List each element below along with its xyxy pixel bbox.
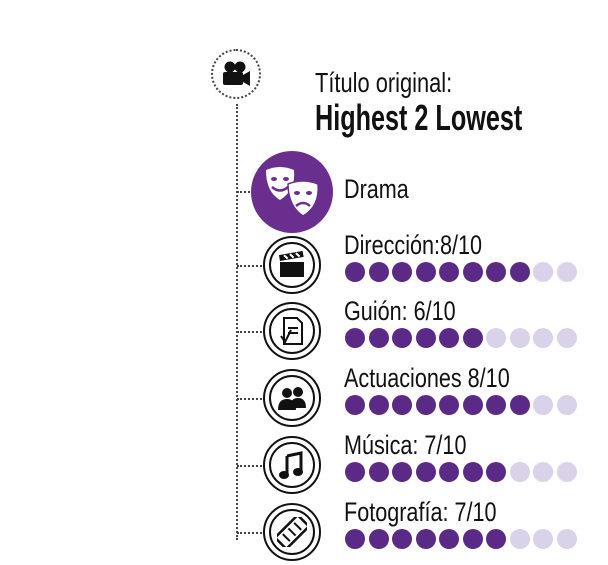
rating-dots-musica (345, 462, 577, 482)
category-icon-badge-actuaciones (263, 369, 321, 427)
rating-dot-filled (415, 262, 436, 282)
timeline-connector (236, 104, 238, 540)
rating-dots-actuaciones (345, 395, 577, 415)
rating-dot-empty (533, 462, 553, 482)
rating-dot-filled (509, 395, 530, 415)
rating-dot-filled (415, 328, 436, 348)
rating-dot-filled (368, 462, 389, 482)
connector-guion (237, 331, 265, 333)
rating-dot-filled (392, 262, 412, 282)
rating-dot-filled (462, 529, 483, 549)
category-icon-badge-musica (263, 436, 321, 494)
genre-badge (251, 151, 333, 233)
rating-dot-empty (509, 328, 530, 348)
category-label-fotografia: Fotografía: 7/10 (344, 497, 497, 527)
rating-dot-filled (345, 395, 365, 415)
rating-dot-filled (392, 395, 412, 415)
connector-fotografia (237, 532, 265, 534)
category-label-guion: Guión: 6/10 (344, 296, 456, 326)
category-icon-badge-guion (263, 302, 321, 360)
rating-dot-filled (415, 529, 436, 549)
rating-dot-empty (533, 395, 553, 415)
connector-actuaciones (237, 398, 265, 400)
music-note-icon (269, 442, 315, 488)
rating-dot-empty (556, 529, 577, 549)
category-label-musica: Música: 7/10 (344, 430, 467, 460)
category-label-actuaciones: Actuaciones 8/10 (344, 363, 510, 393)
rating-dot-filled (392, 462, 412, 482)
rating-dot-filled (486, 262, 506, 282)
category-label-direccion: Dirección:8/10 (344, 230, 483, 260)
connector-direccion (237, 265, 265, 267)
rating-dot-empty (509, 529, 530, 549)
rating-dot-filled (439, 328, 459, 348)
rating-dot-filled (368, 529, 389, 549)
original-title-value: Highest 2 Lowest (315, 97, 523, 138)
rating-dot-filled (462, 395, 483, 415)
rating-dot-filled (368, 395, 389, 415)
rating-dot-empty (486, 328, 506, 348)
connector-musica (237, 465, 265, 467)
rating-dot-filled (415, 395, 436, 415)
film-strip-icon (269, 509, 315, 555)
rating-dot-filled (345, 328, 365, 348)
rating-dot-filled (345, 529, 365, 549)
rating-dot-empty (556, 328, 577, 348)
rating-dot-empty (556, 262, 577, 282)
category-icon-badge-fotografia (263, 503, 321, 561)
rating-dot-filled (509, 262, 530, 282)
clapperboard-icon (269, 242, 315, 288)
rating-dots-guion (345, 328, 577, 348)
rating-dot-filled (392, 328, 412, 348)
rating-dot-filled (462, 262, 483, 282)
rating-dot-empty (556, 395, 577, 415)
category-icon-badge-direccion (263, 236, 321, 294)
rating-dot-filled (439, 529, 459, 549)
movie-camera-badge (211, 49, 261, 99)
rating-dot-filled (486, 462, 506, 482)
rating-dot-filled (392, 529, 412, 549)
rating-dot-filled (368, 328, 389, 348)
rating-dot-empty (533, 262, 553, 282)
rating-dot-filled (345, 262, 365, 282)
genre-label: Drama (344, 174, 409, 204)
rating-dot-empty (533, 529, 553, 549)
actors-people-icon (269, 375, 315, 421)
movie-camera-icon (223, 61, 250, 86)
rating-dot-filled (439, 462, 459, 482)
rating-dot-filled (345, 462, 365, 482)
rating-dot-filled (462, 462, 483, 482)
rating-dots-direccion (345, 262, 577, 282)
rating-dot-filled (486, 529, 506, 549)
rating-dot-filled (439, 262, 459, 282)
rating-dot-filled (462, 328, 483, 348)
rating-dot-empty (509, 462, 530, 482)
rating-dot-empty (556, 462, 577, 482)
theater-masks-icon (266, 167, 319, 217)
rating-dot-filled (368, 262, 389, 282)
script-document-icon (269, 308, 315, 354)
rating-dot-filled (415, 462, 436, 482)
rating-dot-filled (439, 395, 459, 415)
rating-dot-empty (533, 328, 553, 348)
rating-dot-filled (486, 395, 506, 415)
original-title-label: Título original: (315, 67, 453, 98)
rating-dots-fotografia (345, 529, 577, 549)
